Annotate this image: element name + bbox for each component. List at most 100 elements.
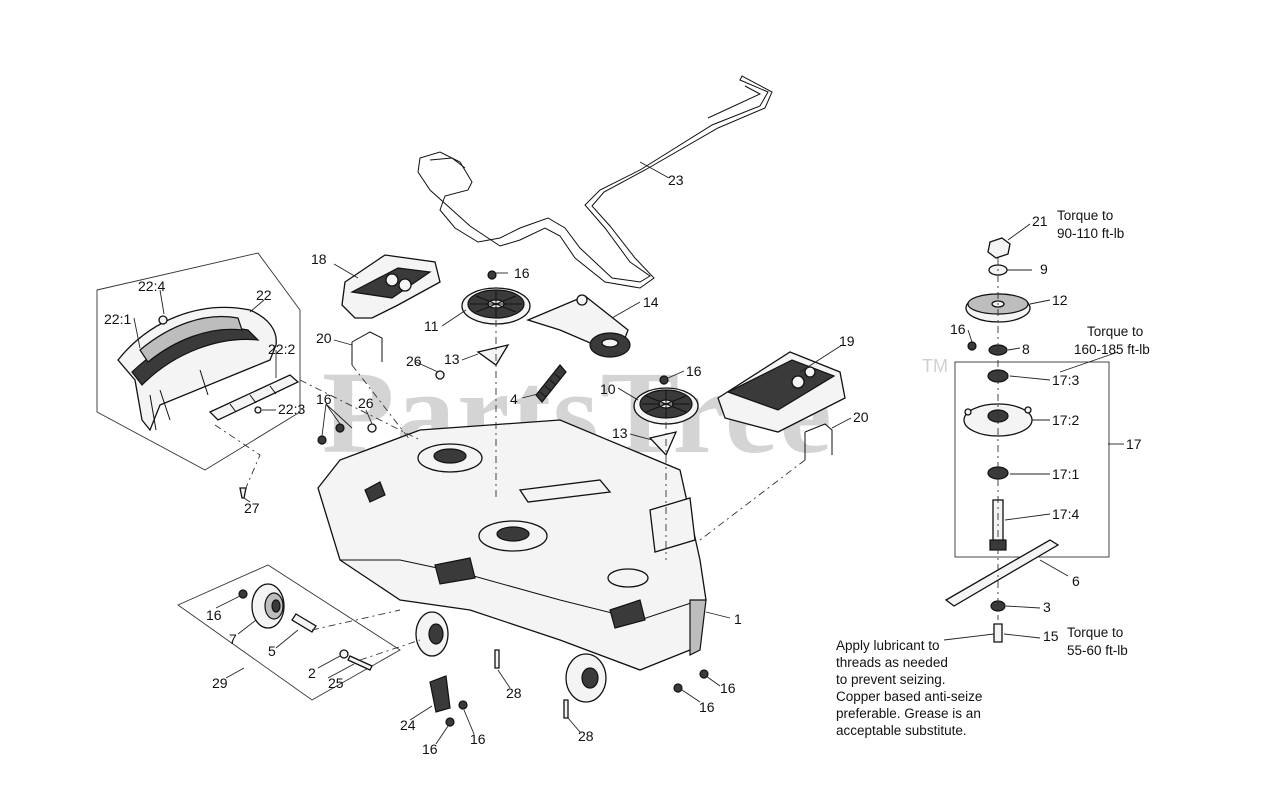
callout-5: 5 <box>268 643 276 659</box>
callout-2: 2 <box>308 665 316 681</box>
callout-14: 14 <box>643 294 659 310</box>
callout-27: 27 <box>244 500 260 516</box>
callout-7: 7 <box>229 631 237 647</box>
spring-4[interactable] <box>535 364 567 403</box>
callout-28-a: 28 <box>506 685 522 701</box>
callout-21: 21 <box>1032 213 1048 229</box>
callout-11: 11 <box>424 318 439 334</box>
callout-16-i: 16 <box>950 321 966 337</box>
callout-13-a: 13 <box>444 351 460 367</box>
callout-16-h: 16 <box>720 680 736 696</box>
torque-21-line2: 90-110 ft-lb <box>1057 226 1124 241</box>
axle-bolt-5[interactable] <box>291 613 317 633</box>
callout-22: 22 <box>256 287 272 303</box>
callout-17: 17 <box>1126 436 1142 452</box>
lubricant-note-line4: Copper based anti-seize <box>836 689 982 704</box>
torque-note-21: Torque to 90-110 ft-lb <box>1057 208 1124 241</box>
nut-16-left-a[interactable] <box>317 435 327 445</box>
lubricant-note-line1: Apply lubricant to <box>836 638 940 653</box>
nut-16-bracket-b[interactable] <box>458 700 468 710</box>
callout-22-1: 22:1 <box>104 311 131 327</box>
group-box-17 <box>954 361 1110 558</box>
u-bolt-20-b[interactable] <box>804 423 833 460</box>
belt-cover-22[interactable] <box>117 306 277 432</box>
callout-28-b: 28 <box>578 728 594 744</box>
callout-17-3: 17:3 <box>1052 372 1079 388</box>
torque-note-17: Torque to 160-185 ft-lb <box>1074 324 1150 357</box>
bolt-15[interactable] <box>993 623 1003 643</box>
drive-belt-23[interactable] <box>417 75 773 289</box>
screw-22-3[interactable] <box>254 406 262 414</box>
cone-13-b[interactable] <box>648 431 678 457</box>
lubricant-note-line2: threads as needed <box>836 655 948 670</box>
callout-15: 15 <box>1043 628 1059 644</box>
callout-16-e: 16 <box>422 741 438 757</box>
torque-21-line1: Torque to <box>1057 208 1113 223</box>
callout-16-a: 16 <box>514 265 530 281</box>
callout-10: 10 <box>600 381 616 397</box>
callout-8: 8 <box>1022 341 1030 357</box>
callout-16-g: 16 <box>699 699 715 715</box>
callout-16-b: 16 <box>686 363 702 379</box>
washer-2[interactable] <box>339 649 349 659</box>
mower-deck-1[interactable] <box>317 419 707 671</box>
cover-18[interactable] <box>341 254 441 319</box>
bolt-28-b[interactable] <box>563 699 569 719</box>
nut-16-rear-a[interactable] <box>673 683 683 693</box>
nut-16-spindle[interactable] <box>967 341 977 351</box>
callout-4: 4 <box>510 391 518 407</box>
nut-16-mid[interactable] <box>659 375 669 385</box>
callout-24: 24 <box>400 717 416 733</box>
bolt-28-a[interactable] <box>494 649 500 669</box>
cover-19[interactable] <box>717 351 846 433</box>
u-bolt-assembly-lines <box>351 364 806 541</box>
blade-6[interactable] <box>944 539 1060 607</box>
u-bolt-20-a[interactable] <box>351 331 383 365</box>
callout-12: 12 <box>1052 292 1068 308</box>
cone-13-a[interactable] <box>476 344 510 366</box>
callout-20-a: 20 <box>316 330 332 346</box>
lubricant-note-line6: acceptable substitute. <box>836 723 967 738</box>
callout-29: 29 <box>212 675 228 691</box>
callout-23: 23 <box>668 172 684 188</box>
group-box-29 <box>177 564 401 701</box>
torque-17-line1: Torque to <box>1087 324 1143 339</box>
callout-3: 3 <box>1043 599 1051 615</box>
bolt-26-b[interactable] <box>367 423 377 433</box>
idler-arm-14[interactable] <box>526 294 631 358</box>
callout-22-3: 22:3 <box>278 401 305 417</box>
callout-22-4: 22:4 <box>138 278 165 294</box>
bolt-26-a[interactable] <box>435 370 445 380</box>
callout-13-b: 13 <box>612 425 628 441</box>
callout-25: 25 <box>328 675 344 691</box>
callout-17-1: 17:1 <box>1052 466 1079 482</box>
torque-15-line1: Torque to <box>1067 625 1123 640</box>
callout-1: 1 <box>734 611 742 627</box>
torque-note-15: Torque to 55-60 ft-lb <box>1067 625 1128 658</box>
deck-wheel-right[interactable] <box>565 653 607 703</box>
wheel-7[interactable] <box>251 583 285 629</box>
lubricant-note: Apply lubricant to threads as needed to … <box>836 638 982 738</box>
nut-21[interactable] <box>987 237 1011 259</box>
bolt-25[interactable] <box>347 655 373 671</box>
pulley-10[interactable] <box>633 387 699 425</box>
nut-16-top[interactable] <box>487 270 497 280</box>
bracket-22-2[interactable] <box>208 374 300 421</box>
watermark-trademark: TM <box>922 356 948 376</box>
callout-26-b: 26 <box>358 395 374 411</box>
callout-labels: 1 2 3 4 5 6 7 8 9 10 11 12 13 13 14 15 1… <box>104 172 1142 757</box>
nut-16-wheel[interactable] <box>238 589 248 599</box>
pulley-12[interactable] <box>965 293 1031 323</box>
nut-16-bracket-a[interactable] <box>445 717 455 727</box>
callout-26-a: 26 <box>406 353 422 369</box>
group-box-22 <box>96 252 301 471</box>
nut-16-left-b[interactable] <box>335 423 345 433</box>
callout-16-c: 16 <box>316 391 332 407</box>
callout-22-2: 22:2 <box>268 341 295 357</box>
pulley-11[interactable] <box>461 287 531 325</box>
bracket-24[interactable] <box>429 675 451 713</box>
deck-wheel-left[interactable] <box>415 611 449 657</box>
cover-assembly-lines <box>214 379 421 491</box>
